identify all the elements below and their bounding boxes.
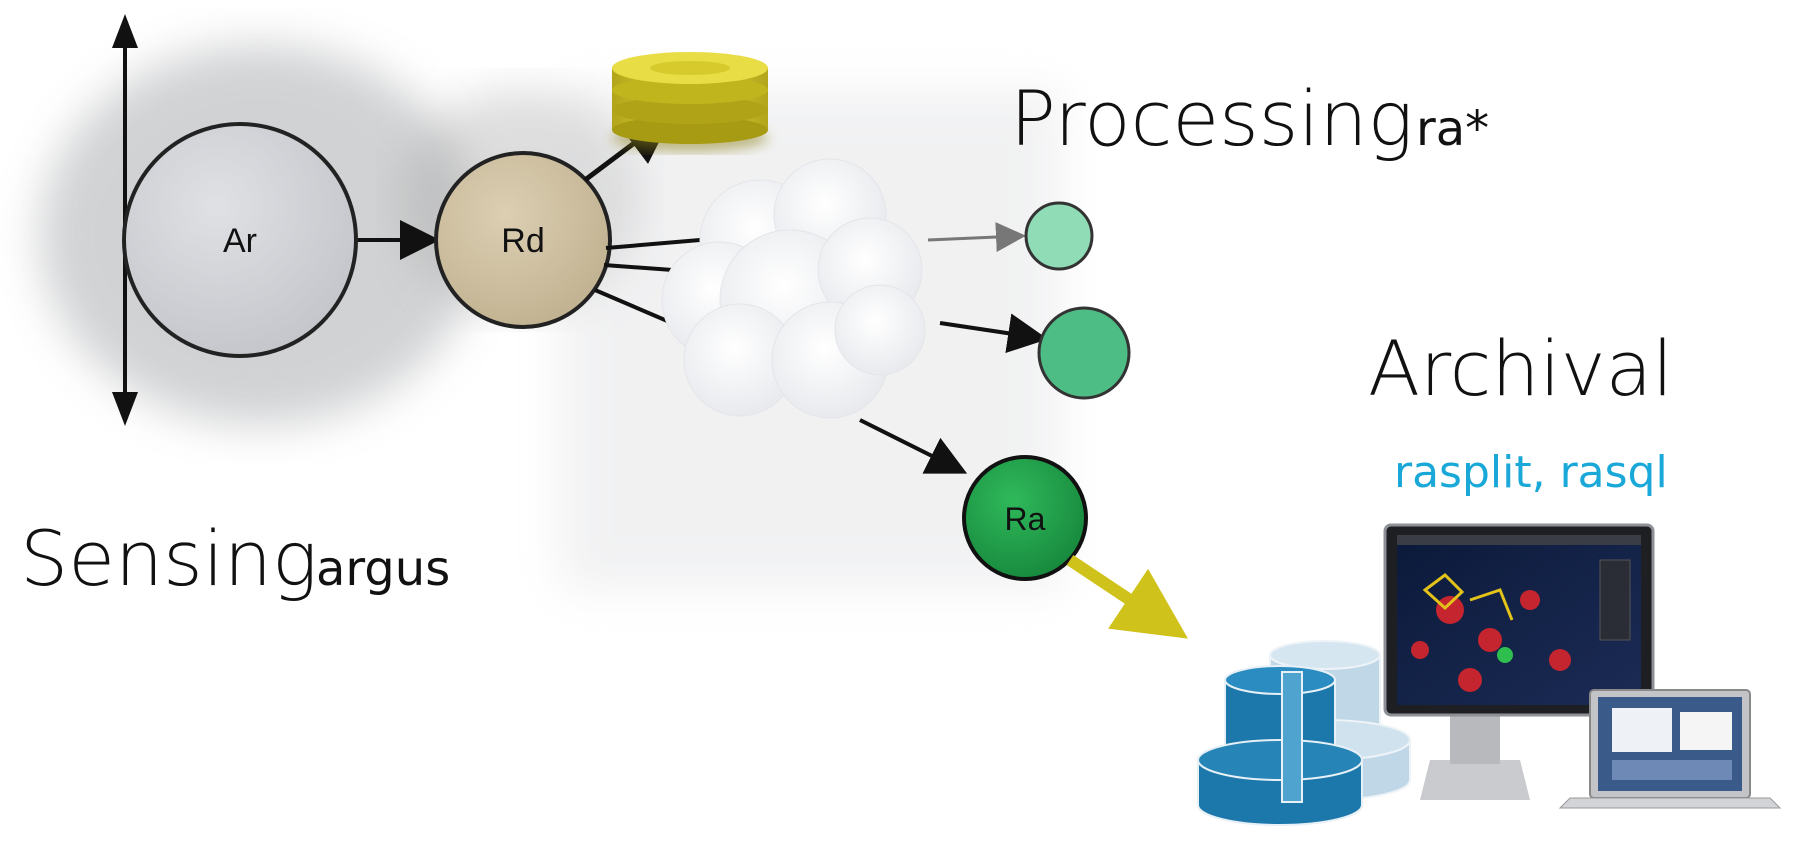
ar-label: Ar: [223, 222, 257, 260]
processing-title: Processing: [1010, 74, 1413, 163]
small-output-node: [1024, 201, 1094, 271]
ra-to-archive-arrow: [1066, 555, 1188, 639]
processing-tool: ra*: [1416, 101, 1489, 157]
archival-title: Archival: [1368, 324, 1673, 413]
mid-output-node: [1037, 306, 1131, 400]
ar-node: Ar: [122, 122, 358, 358]
monitor-icon: [1383, 523, 1655, 800]
cloud-to-ra-arrow: [859, 418, 968, 474]
cloud-to-small-node-arrow: [927, 222, 1026, 253]
sensing-tool: argus: [316, 541, 450, 597]
archival-tools: rasplit, rasql: [1394, 447, 1668, 498]
sensing-title: Sensing: [20, 514, 318, 603]
database-icon: [612, 52, 768, 152]
ra-node: Ra: [962, 455, 1088, 581]
rd-label: Rd: [501, 222, 544, 260]
cloud-icon: [661, 158, 926, 419]
storage-icon: [1197, 640, 1411, 826]
ra-label: Ra: [1005, 501, 1046, 537]
rd-node: Rd: [434, 151, 612, 329]
cloud-to-mid-node-arrow: [939, 313, 1048, 354]
laptop-icon: [1558, 689, 1782, 809]
